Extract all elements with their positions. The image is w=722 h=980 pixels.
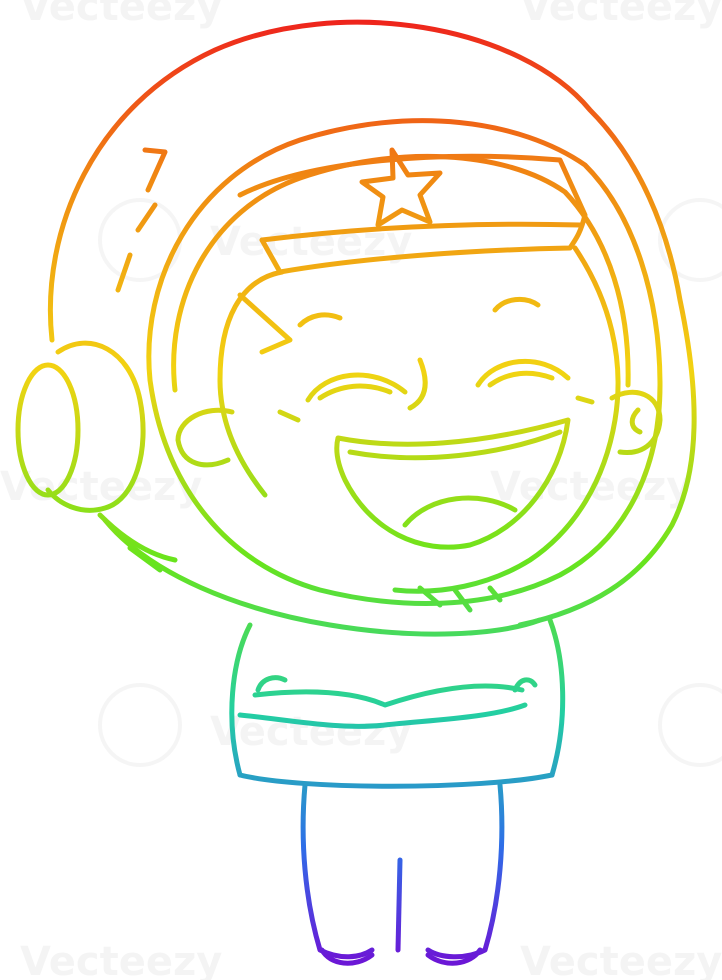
- face: [175, 245, 663, 613]
- cheek-line: [277, 395, 595, 423]
- chin-dimple: [417, 585, 503, 613]
- star-icon: [359, 147, 443, 228]
- face-left-outline: [217, 269, 285, 498]
- ear-piece-cap: [15, 362, 81, 498]
- left-eyebrow: [297, 312, 343, 328]
- hair-sideburn: [237, 292, 293, 355]
- watermark-text: Vecteezy: [20, 939, 222, 980]
- visor-outline: [146, 118, 663, 607]
- right-boot: [425, 947, 483, 966]
- body: [229, 617, 566, 789]
- leg-divider: [395, 857, 403, 953]
- ear-detail: [629, 407, 643, 435]
- collar-left: [97, 512, 178, 563]
- left-leg-outline: [300, 782, 375, 960]
- nose: [407, 357, 428, 411]
- watermark-logo-icon: [658, 198, 722, 282]
- teeth-line: [347, 429, 563, 461]
- right-leg-outline: [425, 782, 505, 960]
- watermark-text: Vecteezy: [20, 0, 222, 30]
- cap: [237, 147, 588, 275]
- left-boot: [319, 947, 375, 966]
- torso-left-outline: [229, 622, 253, 778]
- watermark-text: Vecteezy: [520, 0, 722, 30]
- folded-arm-lower: [237, 702, 528, 729]
- cap-outline: [237, 153, 588, 275]
- helmet-outer-outline: [47, 19, 697, 628]
- mouth-outline: [334, 417, 571, 550]
- helmet-ear-piece: [15, 340, 146, 513]
- left-hand: [255, 675, 288, 693]
- helmet-reflection-mark: [115, 147, 168, 293]
- helmet-chin-line: [102, 517, 543, 637]
- watermark-logo-icon: [658, 683, 722, 767]
- ear-piece-housing: [45, 340, 146, 513]
- torso-bottom-outline: [237, 772, 555, 789]
- watermark-logo-icon: [98, 683, 182, 767]
- right-hand: [512, 677, 538, 693]
- folded-arm-upper: [252, 683, 525, 708]
- face-right-outline: [392, 245, 621, 594]
- torso-right-outline: [547, 617, 566, 778]
- tongue: [402, 495, 518, 528]
- left-ear: [175, 407, 235, 468]
- suit-collar: [97, 512, 178, 573]
- watermark-text: Vecteezy: [520, 939, 722, 980]
- right-eye-closed: [475, 358, 571, 388]
- collar-detail: [127, 545, 163, 573]
- legs: [300, 782, 505, 966]
- right-ear: [609, 389, 663, 456]
- helmet: [47, 19, 697, 637]
- left-eye-closed: [305, 372, 408, 403]
- cap-brim-line: [259, 221, 583, 243]
- right-eyebrow: [492, 296, 541, 313]
